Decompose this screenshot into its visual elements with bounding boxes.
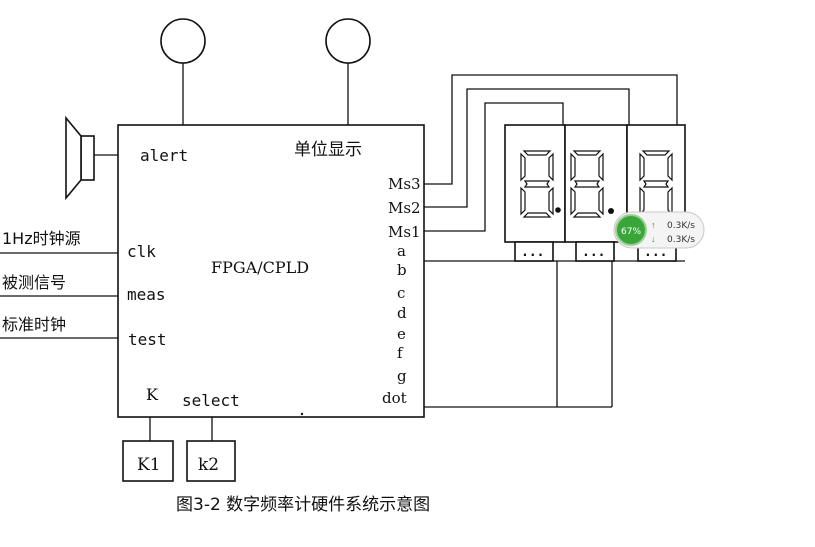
switch-k2: k2 <box>186 417 236 482</box>
lamp-1-icon <box>160 18 206 125</box>
input-standard-clock: 标准时钟 <box>2 315 66 334</box>
alert-label: alert <box>140 146 188 165</box>
fpga-chip-box <box>117 124 425 418</box>
port-b: b <box>397 261 407 279</box>
upload-speed: 0.3K/s <box>667 221 695 231</box>
input-1hz-clock: 1Hz时钟源 <box>2 229 81 248</box>
chip-label: FPGA/CPLD <box>211 258 309 277</box>
svg-text:K1: K1 <box>137 455 161 475</box>
segment-bus <box>424 260 685 408</box>
svg-text:k2: k2 <box>198 455 219 475</box>
digit-select-lines <box>424 74 678 232</box>
port-c: c <box>397 284 405 302</box>
port-e: e <box>397 325 406 343</box>
cpu-percent: 67% <box>621 227 641 237</box>
cpu-usage-gauge <box>615 214 647 246</box>
seven-segment-digit-2: ... <box>564 124 628 262</box>
port-select: select <box>182 391 240 410</box>
port-ms1: Ms1 <box>388 223 421 241</box>
svg-text:...: ... <box>582 245 605 260</box>
port-f: f <box>397 344 404 362</box>
seven-segment-digit-1: ... <box>504 124 566 262</box>
port-meas: meas <box>127 285 166 304</box>
speaker-icon <box>65 115 118 201</box>
port-ms2: Ms2 <box>388 199 421 217</box>
unit-display-label: 单位显示 <box>294 140 362 160</box>
svg-text:...: ... <box>521 245 544 260</box>
port-g: g <box>397 367 407 385</box>
port-d: d <box>397 304 407 322</box>
down-arrow-icon: ↓ <box>651 234 656 244</box>
port-dot: dot <box>382 389 407 407</box>
port-ms3: Ms3 <box>388 175 421 193</box>
up-arrow-icon: ↑ <box>651 220 656 230</box>
port-clk: clk <box>127 242 156 261</box>
port-k: K <box>146 385 159 404</box>
download-speed: 0.3K/s <box>667 235 695 245</box>
network-speed-widget[interactable]: 67% ↑ ↓ 0.3K/s 0.3K/s <box>613 211 705 249</box>
port-a: a <box>397 242 406 260</box>
switch-k1: K1 <box>122 417 174 482</box>
svg-text:...: ... <box>644 245 667 260</box>
input-measured-signal: 被测信号 <box>2 273 66 292</box>
lamp-2-icon <box>325 18 371 125</box>
port-test: test <box>128 330 167 349</box>
figure-caption: 图3-2 数字频率计硬件系统示意图 <box>176 495 430 515</box>
